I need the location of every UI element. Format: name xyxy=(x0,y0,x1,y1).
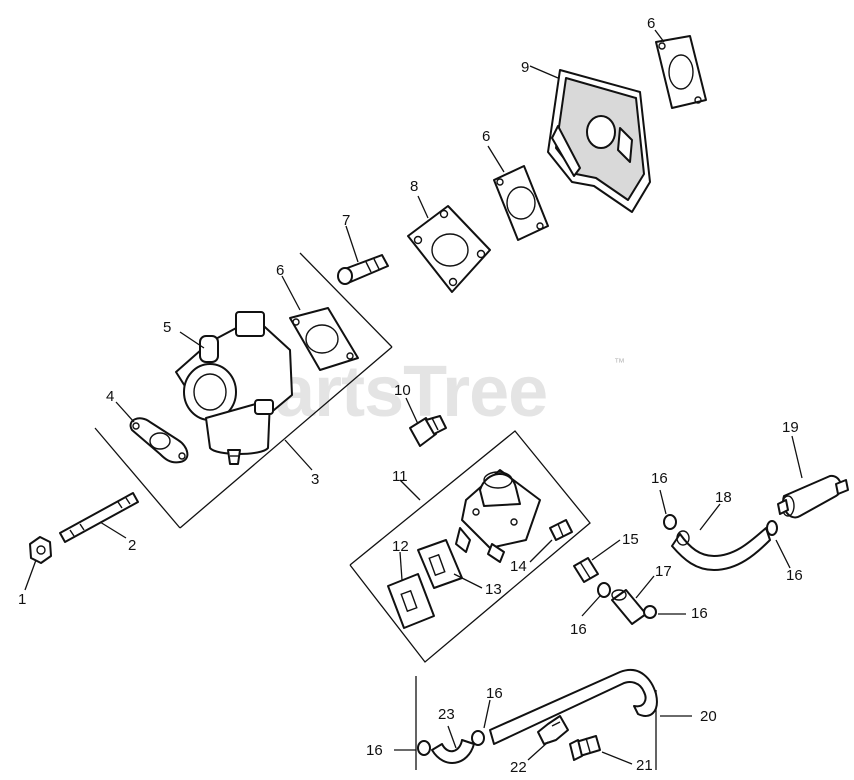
fuel-hose-part[interactable] xyxy=(671,527,771,571)
leader-lines xyxy=(24,29,803,765)
watermark-trademark: ™ xyxy=(614,357,625,369)
air-cleaner-base-part[interactable] xyxy=(547,69,651,213)
callout-17: 17 xyxy=(655,563,672,580)
callout-16-f: 16 xyxy=(366,742,383,759)
fuel-line-tube-part[interactable] xyxy=(489,669,658,745)
callout-2: 2 xyxy=(128,537,136,554)
callout-16-a: 16 xyxy=(651,470,668,487)
callout-6-top: 6 xyxy=(647,15,655,32)
callout-6-lower: 6 xyxy=(276,262,284,279)
elbow-fitting-part[interactable] xyxy=(409,415,447,447)
line-clip-part[interactable] xyxy=(537,715,569,745)
callout-19: 19 xyxy=(782,419,799,436)
hose-clamp-part-e[interactable] xyxy=(471,730,485,746)
hose-clamp-part-b[interactable] xyxy=(643,605,657,619)
callout-20: 20 xyxy=(700,708,717,725)
pump-gasket-part[interactable] xyxy=(387,573,435,629)
intake-gasket-part[interactable] xyxy=(289,307,359,371)
callout-22: 22 xyxy=(510,759,527,776)
callout-10: 10 xyxy=(394,382,411,399)
stud-part[interactable] xyxy=(59,492,139,543)
carburetor-part[interactable] xyxy=(175,311,293,465)
callout-7: 7 xyxy=(342,212,350,229)
intake-spacer-part[interactable] xyxy=(407,205,491,293)
callout-4: 4 xyxy=(106,388,114,405)
hex-nut-part[interactable] xyxy=(29,536,52,564)
carburetor-group-bracket xyxy=(94,252,393,529)
fuel-pump-group-bracket xyxy=(349,430,591,663)
screw-part[interactable] xyxy=(337,254,389,285)
callout-16-e: 16 xyxy=(486,685,503,702)
fuel-pump-part[interactable] xyxy=(455,469,541,563)
callout-16-d: 16 xyxy=(691,605,708,622)
callout-12: 12 xyxy=(392,538,409,555)
callout-3: 3 xyxy=(311,471,319,488)
callout-11: 11 xyxy=(392,468,408,485)
callout-14: 14 xyxy=(510,558,527,575)
callout-23: 23 xyxy=(438,706,455,723)
callout-5: 5 xyxy=(163,319,171,336)
hose-fitting-part[interactable] xyxy=(573,557,599,583)
hose-clamp-part-a[interactable] xyxy=(597,582,611,598)
callout-18: 18 xyxy=(715,489,732,506)
air-cleaner-gasket-part[interactable] xyxy=(655,35,707,109)
short-fuel-hose-part[interactable] xyxy=(611,589,647,625)
pump-plate-gasket-part[interactable] xyxy=(417,539,463,589)
callout-16-c: 16 xyxy=(570,621,587,638)
callout-9: 9 xyxy=(521,59,529,76)
callout-1: 1 xyxy=(18,591,26,608)
elbow-hose-part[interactable] xyxy=(431,739,475,764)
callout-labels: 1 2 3 4 5 6 6 6 7 8 9 10 11 12 13 14 15 … xyxy=(18,15,803,776)
clip-screw-part[interactable] xyxy=(569,735,601,761)
hose-clamp-part-c[interactable] xyxy=(663,514,677,530)
callout-15: 15 xyxy=(622,531,639,548)
carburetor-gasket-part[interactable] xyxy=(129,417,189,464)
hose-clamp-part-f[interactable] xyxy=(417,740,431,756)
fuel-filter-part[interactable] xyxy=(777,474,849,519)
spacer-gasket-part[interactable] xyxy=(493,165,549,241)
callout-6-middle: 6 xyxy=(482,128,490,145)
callout-16-b: 16 xyxy=(786,567,803,584)
callout-13: 13 xyxy=(485,581,502,598)
callout-8: 8 xyxy=(410,178,418,195)
callout-21: 21 xyxy=(636,757,653,774)
pump-screw-part[interactable] xyxy=(549,519,573,541)
